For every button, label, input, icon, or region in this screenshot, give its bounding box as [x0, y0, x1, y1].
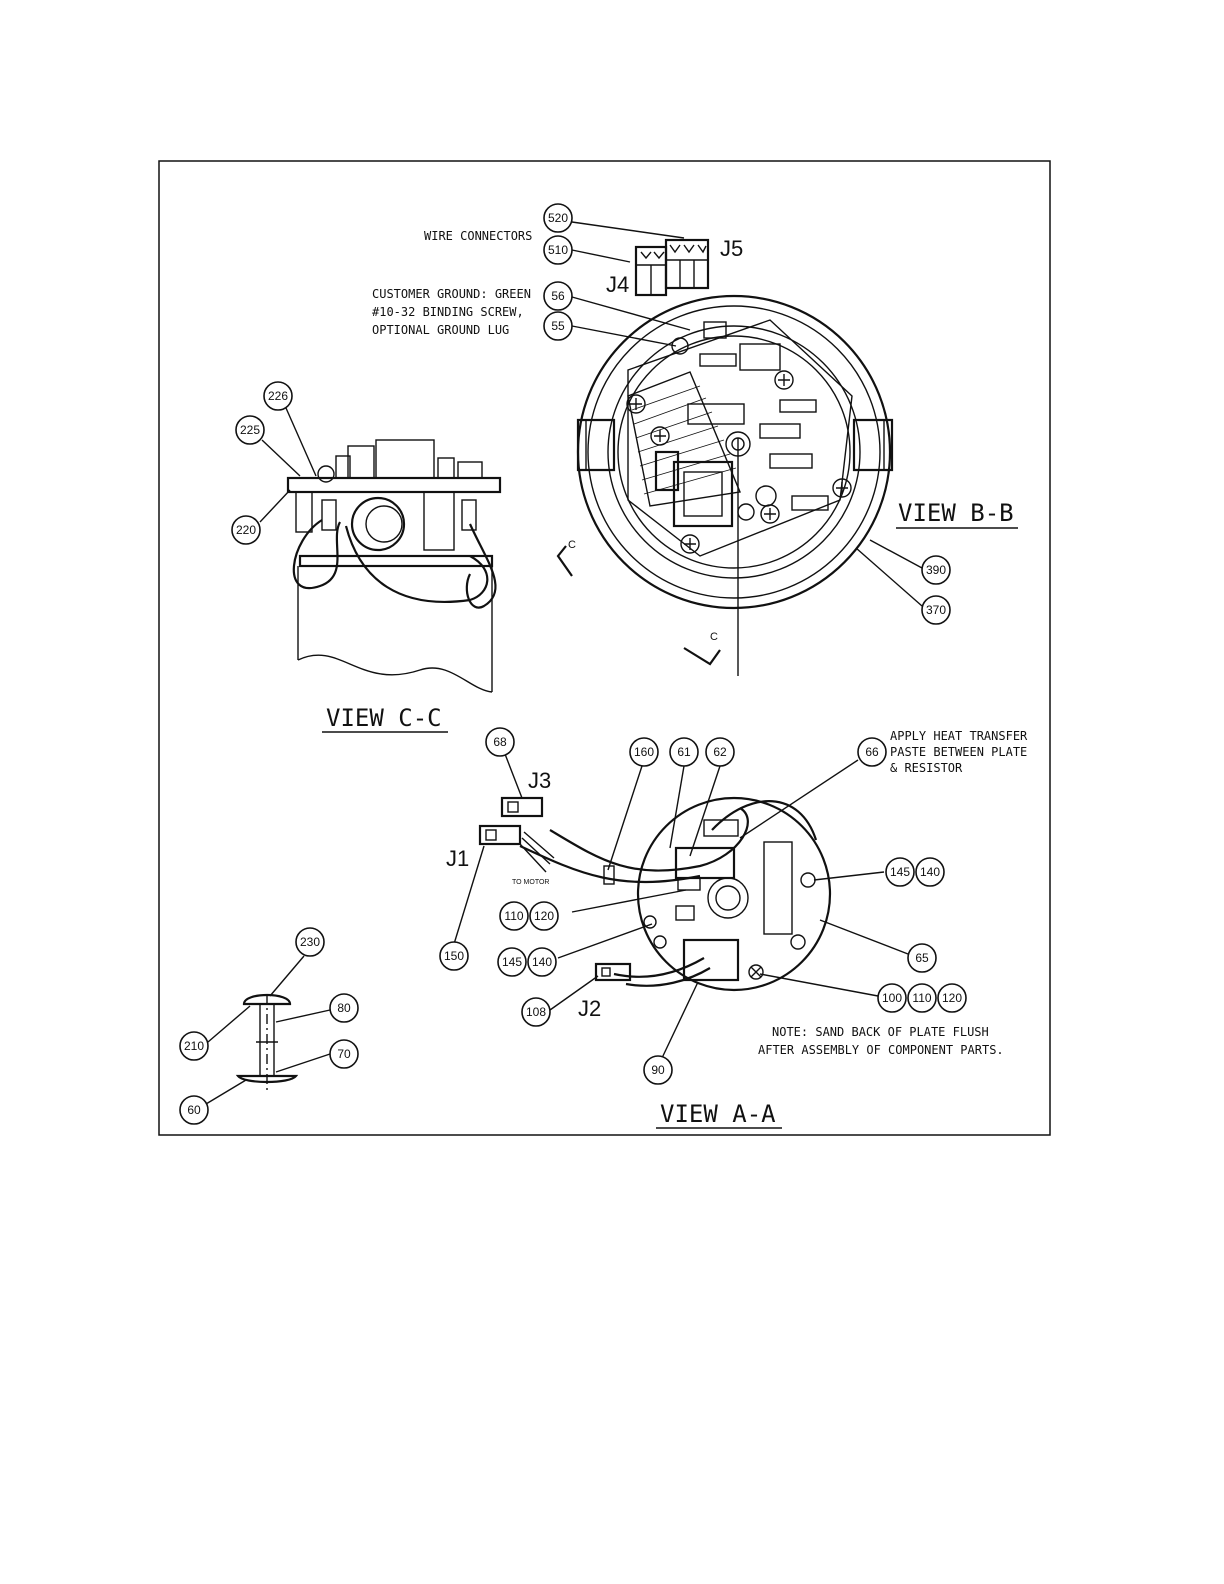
- svg-text:80: 80: [337, 1001, 351, 1015]
- wire-connectors-note: WIRE CONNECTORS: [424, 229, 532, 243]
- callout-140-right: 140: [915, 857, 945, 887]
- callout-145-right: 145: [885, 857, 915, 887]
- callout-80: 80: [329, 993, 359, 1023]
- callout-150: 150: [439, 941, 469, 971]
- callout-60: 60: [179, 1095, 209, 1125]
- callout-226: 226: [263, 381, 293, 411]
- callout-110-upper: 110: [499, 901, 529, 931]
- svg-text:120: 120: [534, 909, 554, 923]
- svg-text:62: 62: [713, 745, 727, 759]
- wire-connector-j4: [634, 245, 668, 297]
- callout-220: 220: [231, 515, 261, 545]
- svg-text:C: C: [710, 631, 718, 643]
- callout-55: 55: [543, 311, 573, 341]
- callout-68: 68: [485, 727, 515, 757]
- ground-note-line2: #10-32 BINDING SCREW,: [372, 305, 524, 319]
- svg-text:140: 140: [920, 865, 940, 879]
- view-aa-title: VIEW A-A: [660, 1100, 776, 1128]
- j2-label: J2: [578, 996, 601, 1021]
- view-bb-title: VIEW B-B: [898, 499, 1014, 527]
- svg-text:226: 226: [268, 389, 288, 403]
- view-cc-title: VIEW C-C: [326, 704, 442, 732]
- section-marker-c-lower: C: [683, 631, 721, 666]
- wire-connector-j5: [664, 238, 710, 290]
- svg-text:55: 55: [551, 319, 565, 333]
- j4-label: J4: [606, 272, 629, 297]
- svg-text:150: 150: [444, 949, 464, 963]
- view-aa-assembly: [478, 796, 832, 992]
- top-notes: WIRE CONNECTORS CUSTOMER GROUND: GREEN #…: [372, 229, 532, 337]
- callout-210: 210: [179, 1031, 209, 1061]
- heat-note-line2: PASTE BETWEEN PLATE: [890, 745, 1027, 759]
- callout-160: 160: [629, 737, 659, 767]
- ground-note-line1: CUSTOMER GROUND: GREEN: [372, 287, 531, 301]
- svg-text:66: 66: [865, 745, 879, 759]
- svg-text:145: 145: [502, 955, 522, 969]
- svg-text:C: C: [568, 539, 576, 551]
- svg-text:70: 70: [337, 1047, 351, 1061]
- callout-230: 230: [295, 927, 325, 957]
- j1-label: J1: [446, 846, 469, 871]
- heat-note-line1: APPLY HEAT TRANSFER: [890, 729, 1028, 743]
- svg-text:160: 160: [634, 745, 654, 759]
- svg-text:210: 210: [184, 1039, 204, 1053]
- callout-225: 225: [235, 415, 265, 445]
- callout-56: 56: [543, 281, 573, 311]
- section-marker-c-upper: C: [556, 539, 576, 577]
- svg-text:61: 61: [677, 745, 691, 759]
- callout-66: 66: [857, 737, 887, 767]
- callout-62: 62: [705, 737, 735, 767]
- to-motor-label: TO MOTOR: [512, 879, 549, 886]
- sand-note-line2: AFTER ASSEMBLY OF COMPONENT PARTS.: [758, 1043, 1004, 1057]
- svg-text:68: 68: [493, 735, 507, 749]
- callout-70: 70: [329, 1039, 359, 1069]
- callout-120-upper: 120: [529, 901, 559, 931]
- callout-bubbles: 520 510 56 55 226 225 220 390 370 68 160…: [179, 203, 967, 1125]
- svg-text:90: 90: [651, 1063, 665, 1077]
- svg-text:145: 145: [890, 865, 910, 879]
- callout-510: 510: [543, 235, 573, 265]
- svg-text:520: 520: [548, 211, 568, 225]
- svg-text:120: 120: [942, 991, 962, 1005]
- svg-text:230: 230: [300, 935, 320, 949]
- svg-text:370: 370: [926, 603, 946, 617]
- callout-120-lower: 120: [937, 983, 967, 1013]
- callout-110-lower: 110: [907, 983, 937, 1013]
- callout-140-left: 140: [527, 947, 557, 977]
- svg-text:100: 100: [882, 991, 902, 1005]
- callout-61: 61: [669, 737, 699, 767]
- j5-label: J5: [720, 236, 743, 261]
- svg-text:56: 56: [551, 289, 565, 303]
- svg-text:110: 110: [504, 909, 523, 923]
- callout-390: 390: [921, 555, 951, 585]
- sand-note-line1: NOTE: SAND BACK OF PLATE FLUSH: [772, 1025, 989, 1039]
- svg-text:108: 108: [526, 1005, 546, 1019]
- callout-370: 370: [921, 595, 951, 625]
- callout-65: 65: [907, 943, 937, 973]
- svg-text:60: 60: [187, 1103, 201, 1117]
- view-bb-assembly: [576, 294, 894, 676]
- svg-text:110: 110: [912, 991, 931, 1005]
- ground-note-line3: OPTIONAL GROUND LUG: [372, 323, 509, 337]
- svg-text:220: 220: [236, 523, 256, 537]
- drawing-frame: [158, 160, 1051, 1136]
- callout-90: 90: [643, 1055, 673, 1085]
- callout-108: 108: [521, 997, 551, 1027]
- svg-text:390: 390: [926, 563, 946, 577]
- view-cc-assembly: [286, 439, 502, 693]
- svg-text:140: 140: [532, 955, 552, 969]
- svg-text:225: 225: [240, 423, 260, 437]
- callout-100: 100: [877, 983, 907, 1013]
- svg-text:510: 510: [548, 243, 568, 257]
- callout-520: 520: [543, 203, 573, 233]
- callout-145-left: 145: [497, 947, 527, 977]
- j3-label: J3: [528, 768, 551, 793]
- heat-note-line3: & RESISTOR: [890, 761, 963, 775]
- svg-text:65: 65: [915, 951, 929, 965]
